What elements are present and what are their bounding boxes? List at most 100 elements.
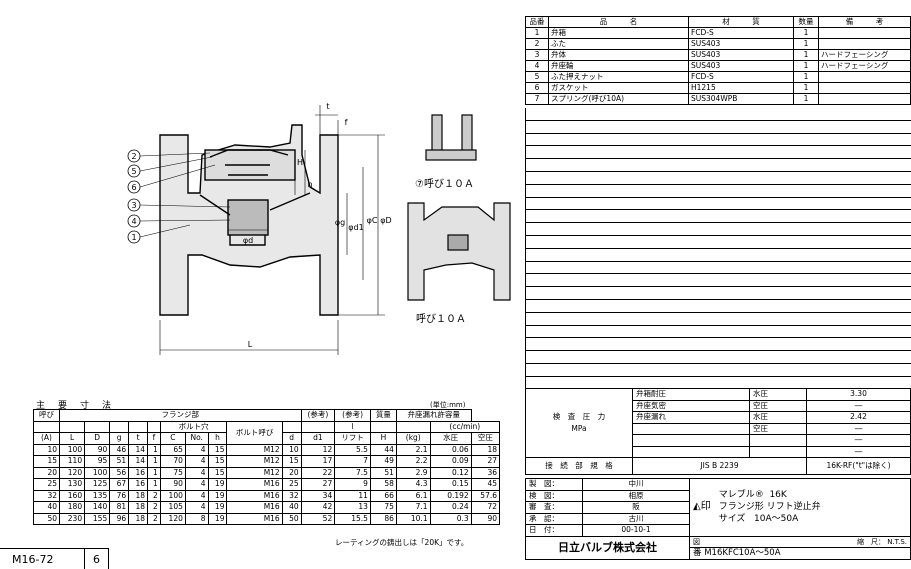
inspection-unit: MPa xyxy=(571,424,587,433)
dim-cell: 4 xyxy=(184,489,209,502)
dim-cell: 56 xyxy=(109,466,130,479)
dim-cell: 90 xyxy=(159,478,186,491)
dim-cell: 2.1 xyxy=(395,443,431,456)
dim-cell: 0.06 xyxy=(429,443,472,456)
dim-cell: 81 xyxy=(109,501,130,514)
dim-head: D xyxy=(84,432,111,445)
gourd-icon: ◭ xyxy=(693,501,701,513)
part-name: ふた xyxy=(548,38,689,50)
dim-cell: 160 xyxy=(58,489,86,502)
connection-standard: JIS B 2239 xyxy=(632,457,807,475)
dim-head: h xyxy=(207,432,228,445)
dim-cell: 49 xyxy=(369,455,397,468)
role-label: 承 認： xyxy=(525,512,583,525)
part-qty: 1 xyxy=(793,38,819,50)
part-name: 弁体 xyxy=(548,49,689,61)
dim-cell: 12 xyxy=(300,443,336,456)
role-label: 検 図： xyxy=(525,489,583,502)
inspection-medium: 空圧 xyxy=(749,399,807,412)
dim-cell: 110 xyxy=(58,455,86,468)
dim-head: (参考) xyxy=(334,409,371,422)
dim-cell: 19 xyxy=(207,512,228,525)
part-note: ハードフェーシング xyxy=(818,49,911,61)
table-row: 検 査 圧 力 MPa 弁箱耐圧 水圧 3.30 xyxy=(525,388,911,458)
dim-cell: M12 xyxy=(226,455,283,468)
dim-cell: 72 xyxy=(470,501,501,514)
dim-cell: 100 xyxy=(58,443,86,456)
page-code: M16-72 xyxy=(12,553,54,566)
dim-cell: 11 xyxy=(334,489,371,502)
parts-header-row: 品番 品 名 材 質 数量 備 考 xyxy=(525,16,911,28)
part-name: 弁座輪 xyxy=(548,60,689,72)
dim-head: 呼び xyxy=(33,409,60,422)
dim-cell: 32 xyxy=(33,489,60,502)
inspection-value: 2.42 xyxy=(806,411,911,424)
part-qty: 1 xyxy=(793,49,819,61)
table-row: 3 弁体 SUS403 1 ハードフェーシング xyxy=(525,49,911,61)
dim-head: (kg) xyxy=(395,432,431,445)
inspection-medium: 空圧 xyxy=(749,422,807,435)
dim-cell: 120 xyxy=(58,466,86,479)
dim-cell: 40 xyxy=(281,501,302,514)
dim-head: 空圧 xyxy=(470,432,501,445)
dim-cell: 0.09 xyxy=(429,455,472,468)
dim-cell: 15 xyxy=(33,455,60,468)
table-row: 審 査： 阪 xyxy=(525,501,911,514)
dim-head-bolt-size: ボルト呼び xyxy=(226,420,283,445)
part-qty: 1 xyxy=(793,71,819,83)
table-row: 5 ふた押えナット FCD-S 1 xyxy=(525,71,911,83)
part-name: ふた押えナット xyxy=(548,71,689,83)
dim-head: No. xyxy=(184,432,209,445)
dim-cell: M12 xyxy=(226,466,283,479)
dim-cell: M16 xyxy=(226,501,283,514)
dim-cell: 96 xyxy=(109,512,130,525)
drawing-no-cell: 番 M16KFC10A～50A xyxy=(689,547,911,560)
parts-header: 材 質 xyxy=(688,16,794,28)
dim-cell: 65 xyxy=(159,443,186,456)
dim-head: (A) xyxy=(33,432,60,445)
part-material: H1215 xyxy=(688,82,794,94)
dim-cell: 18 xyxy=(470,443,501,456)
dim-cell: 2 xyxy=(147,512,161,525)
dim-cell: 100 xyxy=(84,466,111,479)
table-row: 6 ガスケット H1215 1 xyxy=(525,82,911,94)
inspection-value: 3.30 xyxy=(806,388,911,401)
dim-cell: 20 xyxy=(281,466,302,479)
part-no: 2 xyxy=(525,38,549,50)
role-label: 日 付： xyxy=(525,524,583,537)
role-label: 審 査： xyxy=(525,501,583,514)
dim-cell: 5.5 xyxy=(334,443,371,456)
dim-cell: 15 xyxy=(207,466,228,479)
dim-cell: 155 xyxy=(84,512,111,525)
dim-H: H xyxy=(297,158,303,167)
dim-cell: 86 xyxy=(369,512,397,525)
balloon-2: 2 xyxy=(131,152,136,161)
dimension-table: 呼び フランジ部 (参考) (参考) 質量 弁座漏れ許容量 ボルト穴 ボルト呼び… xyxy=(33,409,501,525)
dim-cell: 7 xyxy=(334,455,371,468)
table-row: 2 ふた SUS403 1 xyxy=(525,38,911,50)
table-row: ― xyxy=(526,434,911,447)
table-row: 番 M16KFC10A～50A xyxy=(526,547,911,560)
dim-head-leak: 弁座漏れ許容量 xyxy=(395,409,472,422)
dim-cell: 4 xyxy=(184,501,209,514)
dim-cell: 51 xyxy=(369,466,397,479)
dim-cell: 0.15 xyxy=(429,478,472,491)
balloon-6: 6 xyxy=(131,183,136,192)
dim-cell: 18 xyxy=(128,501,149,514)
role-name: 相原 xyxy=(582,489,690,502)
part-material: SUS403 xyxy=(688,49,794,61)
dim-cell: 15.5 xyxy=(334,512,371,525)
dim-cell: 58 xyxy=(369,478,397,491)
dim-cell: 125 xyxy=(84,478,111,491)
part-material: SUS403 xyxy=(688,60,794,72)
part-qty: 1 xyxy=(793,27,819,39)
dim-head: 水圧 xyxy=(429,432,472,445)
dim-cell: 6.1 xyxy=(395,489,431,502)
dim-cell: 76 xyxy=(109,489,130,502)
drawing-label-1: 図 xyxy=(693,537,700,546)
